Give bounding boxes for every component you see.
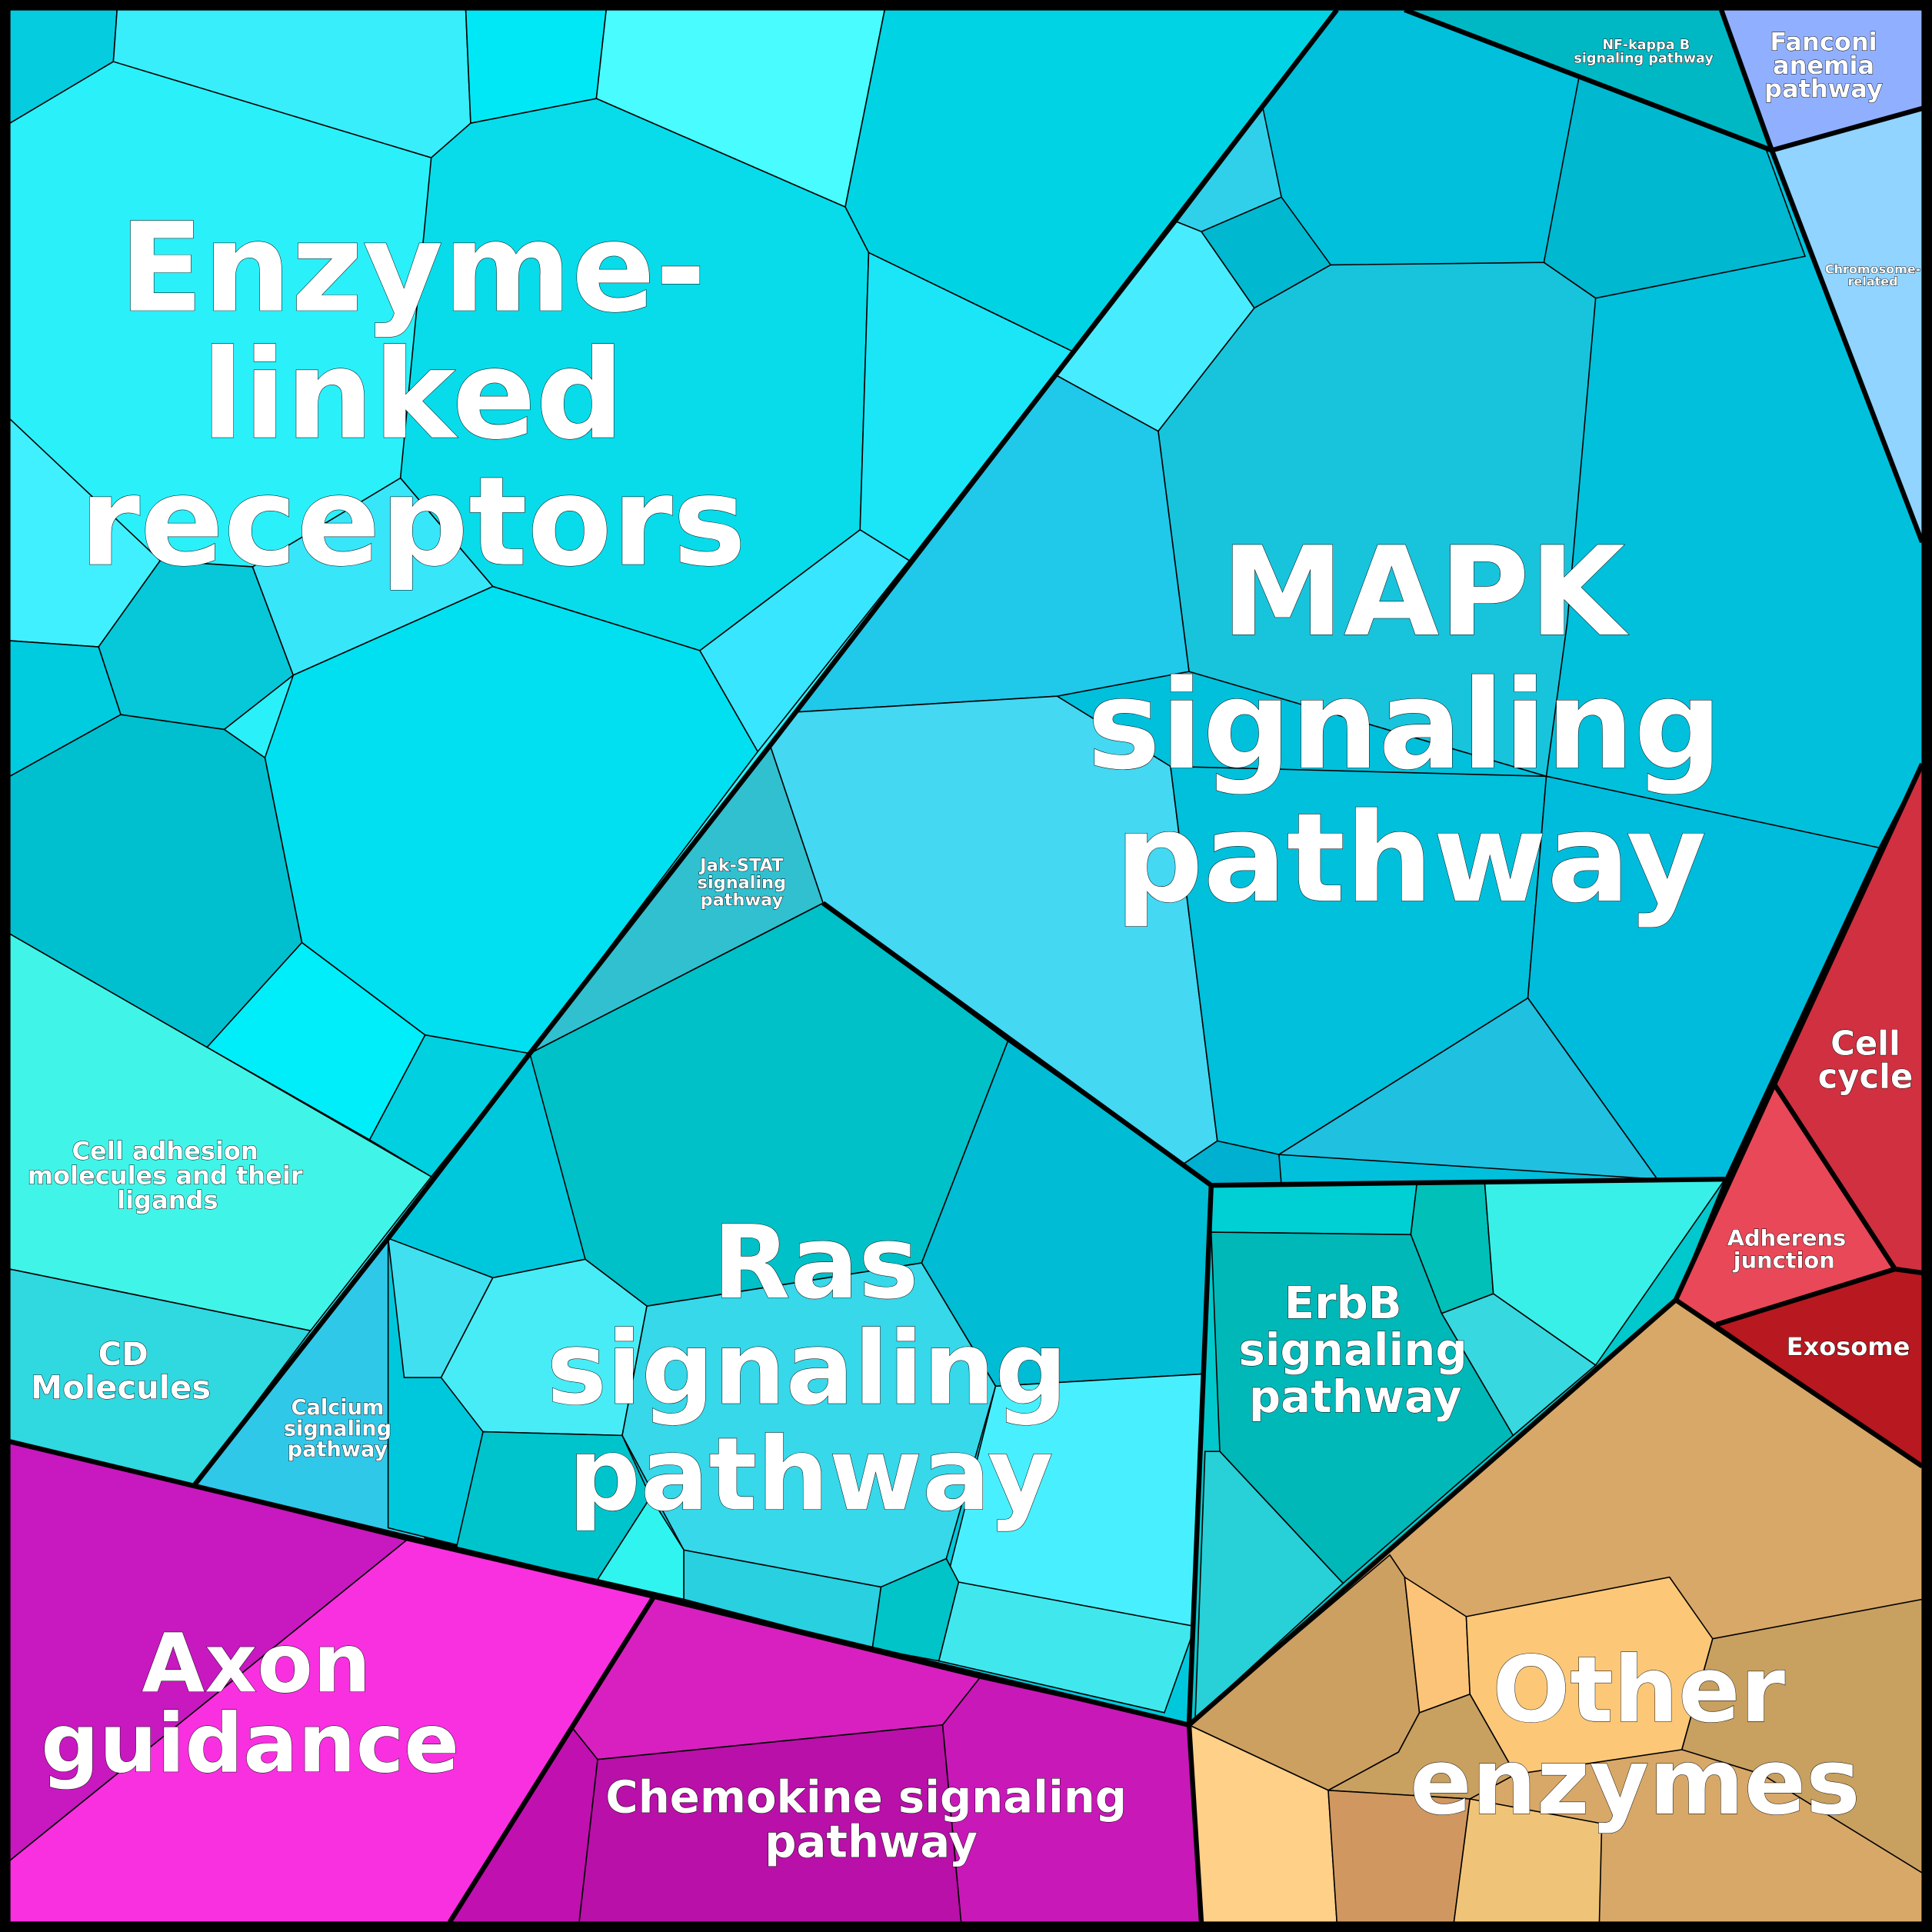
region-other-enzymes[interactable] <box>1188 1299 1923 1923</box>
region-enzyme-linked-receptors[interactable] <box>9 9 1338 1541</box>
region-ras-signaling-pathway[interactable] <box>387 902 1212 1726</box>
label-chromosome-related: Chromosome-related <box>1825 262 1920 289</box>
label-exosome: Exosome <box>1787 1332 1910 1361</box>
region-magenta-group[interactable] <box>9 1441 1202 1923</box>
region-mapk-signaling-pathway[interactable] <box>769 9 1923 1186</box>
